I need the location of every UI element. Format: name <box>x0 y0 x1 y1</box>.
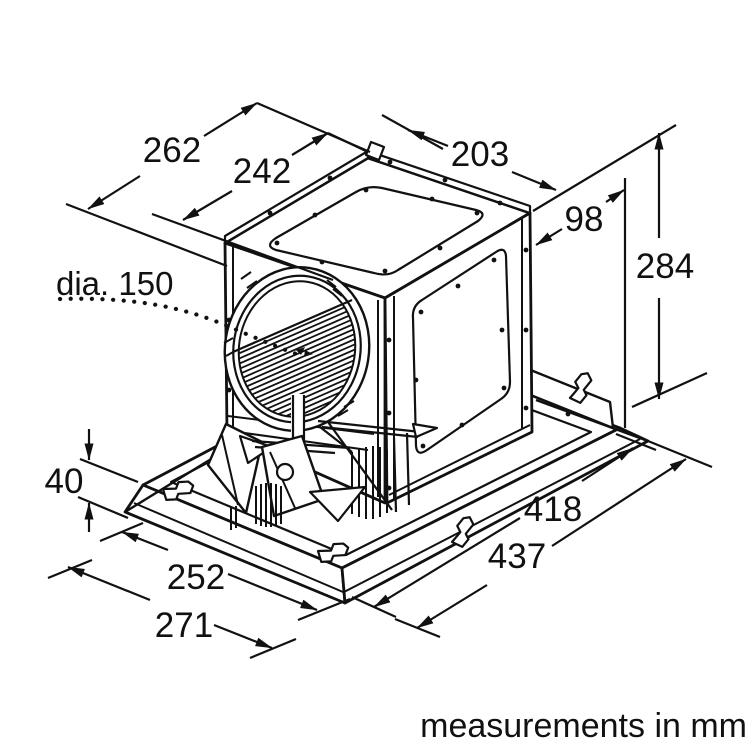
dim-label-284: 284 <box>636 247 694 286</box>
duct-clamp-ticks <box>223 271 355 417</box>
dimension-271 <box>67 565 273 650</box>
flange-back-right-edge <box>535 398 649 443</box>
dim-label-271: 271 <box>155 606 213 645</box>
dimension-252 <box>121 530 318 612</box>
dimension-437 <box>416 458 687 629</box>
dim-label-40: 40 <box>45 462 84 501</box>
bracket-flap <box>308 485 367 523</box>
dim-label-262: 262 <box>143 131 201 170</box>
dimension-242 <box>182 132 329 221</box>
dim-label-242: 242 <box>233 152 291 191</box>
mounting-clip <box>161 480 195 502</box>
mounting-clip <box>450 516 475 548</box>
dim-label-418: 418 <box>524 490 582 529</box>
spring-slats-left <box>230 483 282 530</box>
center-mark <box>304 350 313 357</box>
extension-lines <box>47 101 713 660</box>
mounting-clip <box>316 542 350 564</box>
dim-label-252: 252 <box>167 558 225 597</box>
units-note: measurements in mm <box>420 707 747 745</box>
clamp-eye <box>275 462 295 482</box>
duct-opening <box>223 266 371 457</box>
vibration-bracket <box>206 419 439 530</box>
dim-label-dia-150: dia. 150 <box>56 265 173 302</box>
leader-dia-150 <box>57 296 305 359</box>
screw-dot <box>565 411 571 417</box>
dimension-418 <box>373 447 634 608</box>
dim-label-203: 203 <box>451 135 509 174</box>
dimension-262 <box>87 102 258 210</box>
dim-label-98: 98 <box>565 200 604 239</box>
side-access-panel <box>411 248 512 454</box>
dimension-98 <box>535 189 625 246</box>
mounting-clip <box>568 372 593 404</box>
flange-back-left-edge <box>124 454 217 514</box>
rail-end-tab <box>364 140 386 162</box>
latch-wedge <box>411 422 439 439</box>
dimension-203 <box>407 128 557 192</box>
top-access-panel <box>268 186 484 276</box>
dim-label-437: 437 <box>488 537 546 576</box>
blower-housing <box>223 140 534 505</box>
fan-scroll-edge <box>232 298 353 354</box>
dimension-lines <box>67 102 687 650</box>
center-mark <box>296 347 305 355</box>
